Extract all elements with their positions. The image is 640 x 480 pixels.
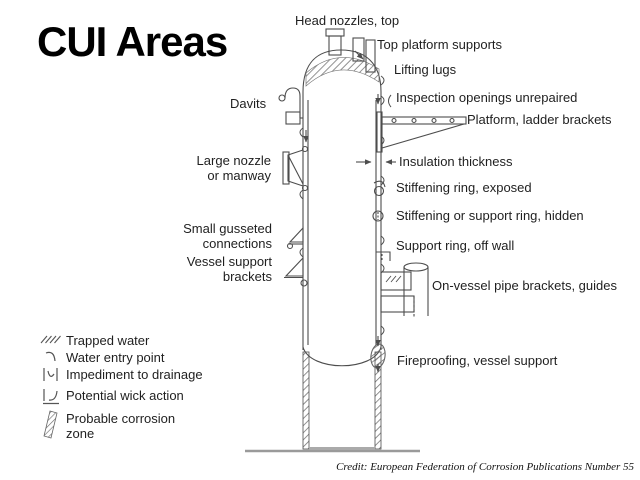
davit bbox=[278, 87, 303, 125]
label-lifting-lugs: Lifting lugs bbox=[394, 62, 457, 77]
stiffening-ring-hidden-symbol bbox=[372, 210, 384, 222]
legend-label: Potential wick action bbox=[66, 388, 184, 403]
vessel-outline bbox=[245, 28, 467, 453]
skirt-left bbox=[302, 351, 310, 450]
legend-label: Water entry point bbox=[66, 350, 165, 365]
legend-label: Impediment to drainage bbox=[66, 367, 203, 382]
legend-label: Trapped water bbox=[66, 333, 150, 348]
label-fireproofing-vessel-support: Fireproofing, vessel support bbox=[397, 353, 558, 368]
legend-item-water-entry-point: Water entry point bbox=[36, 349, 165, 365]
large-nozzle-manway bbox=[282, 145, 309, 192]
credit-line: Credit: European Federation of Corrosion… bbox=[336, 461, 634, 473]
stiffening-ring-exposed-symbol bbox=[373, 180, 386, 197]
label-platform-ladder-brackets: Platform, ladder brackets bbox=[467, 112, 612, 127]
probable-corrosion-zone-icon bbox=[36, 410, 66, 440]
label-small-gusseted-connections: Small gusseted connections bbox=[183, 221, 272, 251]
label-head-nozzles-top: Head nozzles, top bbox=[295, 13, 400, 28]
legend-label: Probable corrosion zone bbox=[66, 411, 176, 441]
vessel-support-bracket bbox=[284, 256, 308, 287]
label-support-ring-off-wall: Support ring, off wall bbox=[396, 238, 515, 253]
fireproofing-symbol bbox=[370, 336, 386, 373]
support-ring-off-wall-symbol bbox=[376, 251, 391, 262]
label-top-platform-supports: Top platform supports bbox=[377, 37, 503, 52]
pipe-bracket-guide bbox=[380, 262, 429, 318]
leader-arrow-post bbox=[354, 50, 364, 60]
trapped-water-icon bbox=[36, 332, 66, 346]
drainage-arrows bbox=[303, 94, 381, 143]
legend-item-potential-wick-action: Potential wick action bbox=[36, 387, 184, 406]
platform-ladder-bracket bbox=[376, 111, 467, 153]
head-corrosion-zone-hatch bbox=[305, 57, 380, 87]
water-entry-points bbox=[299, 75, 392, 336]
impediment-to-drainage-icon bbox=[36, 366, 66, 383]
page-title: CUI Areas bbox=[37, 18, 228, 65]
label-large-nozzle-or-manway: Large nozzle or manway bbox=[196, 153, 271, 183]
water-entry-point-icon bbox=[36, 349, 66, 364]
head-nozzle-flanged bbox=[325, 28, 345, 56]
label-inspection-openings: Inspection openings unrepaired bbox=[396, 90, 578, 105]
label-stiffening-ring-hidden: Stiffening or support ring, hidden bbox=[396, 208, 584, 223]
small-gusseted-connection bbox=[286, 226, 304, 250]
top-platform-support-post bbox=[365, 39, 376, 73]
head-nozzle-plain bbox=[352, 37, 365, 62]
legend-item-impediment-to-drainage: Impediment to drainage bbox=[36, 366, 203, 383]
legend-item-probable-corrosion-zone: Probable corrosion zone bbox=[36, 410, 175, 441]
label-davits: Davits bbox=[230, 96, 267, 111]
label-vessel-support-brackets: Vessel support brackets bbox=[186, 254, 272, 284]
potential-wick-action-icon bbox=[36, 387, 66, 406]
vessel-bottom-head bbox=[302, 346, 382, 367]
label-stiffening-ring-exposed: Stiffening ring, exposed bbox=[396, 180, 532, 195]
legend-item-trapped-water: Trapped water bbox=[36, 332, 149, 348]
label-insulation-thickness: Insulation thickness bbox=[399, 154, 513, 169]
label-on-vessel-pipe-brackets: On-vessel pipe brackets, guides bbox=[432, 278, 617, 293]
